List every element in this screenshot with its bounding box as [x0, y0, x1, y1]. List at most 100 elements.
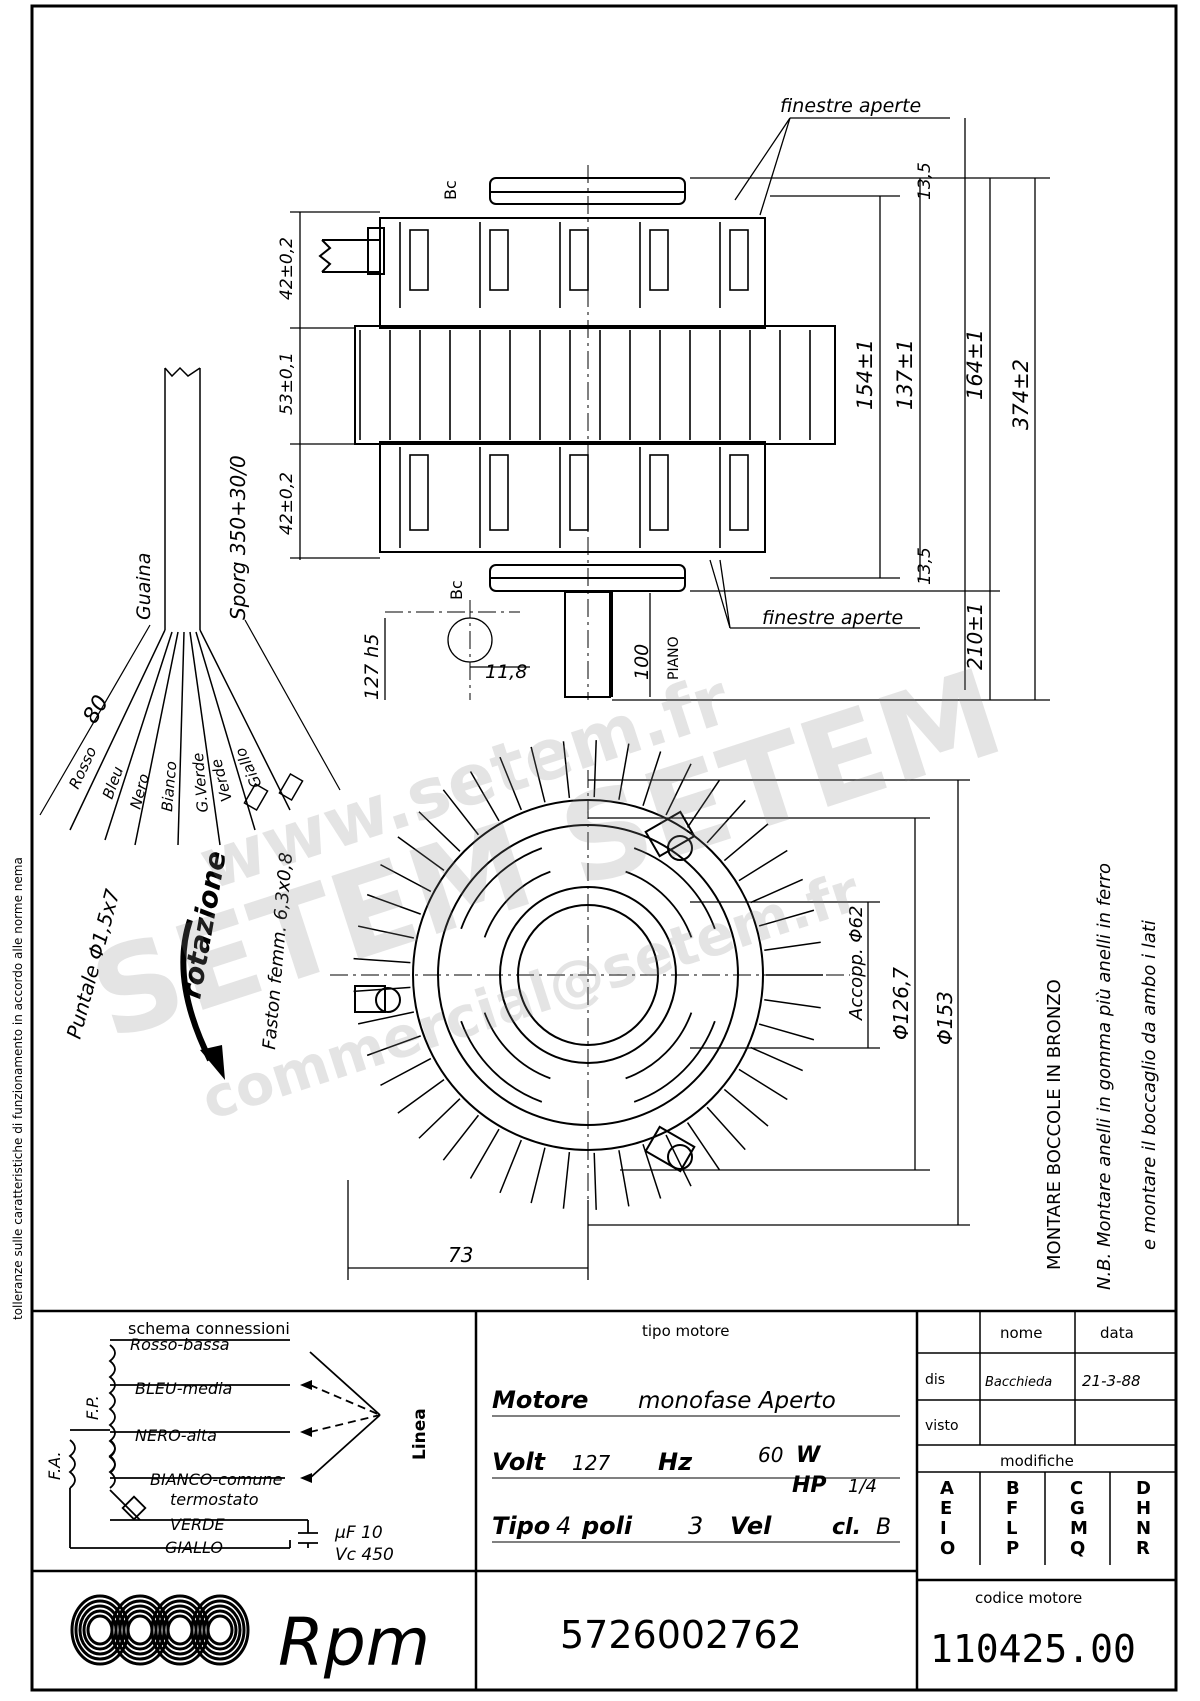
cooling-fin — [380, 1057, 432, 1086]
dim-53: 53±0,1 — [277, 352, 297, 415]
winding-slot — [460, 847, 543, 930]
montare-note: MONTARE BOCCOLE IN BRONZO — [1044, 979, 1065, 1270]
hp-value: 1/4 — [848, 1476, 877, 1497]
cooling-fin — [442, 789, 480, 836]
modifiche-letter: B — [1006, 1478, 1020, 1499]
front-dimension-lines — [347, 779, 970, 1280]
wire-rosso: Rosso — [65, 744, 100, 792]
wire-verde: Verde — [207, 757, 236, 804]
winding-slot — [633, 1020, 716, 1103]
schema-termostato: termostato — [170, 1490, 259, 1509]
stator-slot — [569, 229, 589, 291]
cooling-fin — [397, 1079, 445, 1114]
modifiche-letter: A — [940, 1478, 954, 1499]
title-block-grid — [32, 1309, 1176, 1690]
dim-13-5-top: 13,5 — [915, 162, 935, 200]
cooling-fin — [442, 1114, 480, 1161]
dia-153-label: Φ153 — [933, 991, 957, 1045]
cooling-fin — [723, 823, 769, 862]
w-label: W — [796, 1443, 822, 1468]
modifiche-letter: N — [1136, 1518, 1151, 1539]
modifiche-letter: Q — [1070, 1538, 1085, 1559]
cl-value: B — [876, 1515, 891, 1540]
coil-ring — [202, 1609, 238, 1651]
top-view-labels: finestre aperte finestre aperte Bc Bc 42… — [277, 95, 1033, 700]
dim-42-top: 42±0,2 — [277, 237, 297, 300]
schema-uf: µF 10 — [334, 1523, 383, 1543]
bc-top-label: Bc — [441, 180, 460, 200]
cooling-fin — [723, 1088, 769, 1127]
volt-value: 127 — [572, 1451, 610, 1475]
coil-ring — [190, 1594, 250, 1666]
cooling-fin — [366, 893, 421, 915]
winding-slot — [633, 847, 716, 930]
stator-slot — [409, 454, 429, 531]
cooling-fin — [469, 771, 500, 822]
stator-slot — [649, 454, 669, 531]
hz-value: 60 — [758, 1443, 783, 1467]
modifiche-letter: R — [1136, 1538, 1150, 1559]
schema-verde: VERDE — [170, 1515, 225, 1534]
dis-date: 21-3-88 — [1082, 1372, 1141, 1390]
wire-bianco: Bianco — [158, 760, 180, 812]
modifiche-letter: M — [1070, 1518, 1088, 1539]
cooling-fin — [397, 836, 445, 871]
stator-slot — [649, 229, 669, 291]
coil-ring — [194, 1599, 246, 1661]
outer-frame — [30, 4, 1178, 1692]
cooling-fin — [353, 957, 411, 964]
dia-126-label: Φ126,7 — [889, 967, 913, 1040]
tolleranze-note: tolleranze sulle caratteristiche di funz… — [11, 857, 25, 1320]
cooling-fin — [469, 1128, 500, 1179]
dim-210: 210±1 — [963, 602, 987, 670]
winding-slot — [625, 1012, 693, 1080]
cooling-fin — [665, 763, 692, 816]
winding-slot — [483, 1012, 551, 1080]
modifiche-letter: C — [1070, 1478, 1083, 1499]
schema-title: schema connessioni — [128, 1319, 290, 1338]
cl-label: cl. — [832, 1515, 861, 1540]
rpm-logo: Rpm — [70, 1594, 430, 1681]
cooling-fin — [642, 1144, 662, 1199]
cooling-fin — [758, 1023, 815, 1041]
dis-label: dis — [925, 1372, 945, 1388]
coil-ring — [206, 1614, 234, 1646]
sporg-label: Sporg 350+30/0 — [226, 455, 250, 620]
cooling-fin — [530, 1147, 546, 1204]
cooling-fin — [357, 925, 415, 939]
rpm-logo-text: Rpm — [278, 1604, 430, 1681]
cooling-fin — [618, 1150, 630, 1207]
modifiche-header: modifiche — [1000, 1452, 1074, 1470]
centerlines — [385, 165, 589, 700]
coil-ring — [166, 1614, 194, 1646]
winding-slot — [625, 870, 693, 938]
schema-giallo: GIALLO — [165, 1538, 223, 1557]
rotation-arrowhead-icon — [200, 1045, 225, 1080]
dim-154: 154±1 — [853, 339, 877, 410]
motore-line1-rest: monofase Aperto — [638, 1388, 836, 1414]
hz-label: Hz — [658, 1448, 693, 1476]
top-dimension-lines — [290, 117, 1050, 701]
dim-127-h5: 127 h5 — [361, 634, 383, 700]
cooling-fin — [750, 1046, 803, 1072]
cooling-fins — [353, 740, 823, 1210]
wire-nero: Nero — [126, 772, 153, 811]
cooling-fin — [418, 1098, 461, 1139]
notes: MONTARE BOCCOLE IN BRONZO N.B. Montare a… — [11, 857, 1160, 1320]
dim-100: 100 — [631, 644, 653, 680]
schema-fa: F.A. — [45, 1451, 64, 1480]
volt-label: Volt — [492, 1448, 547, 1476]
cooling-fin — [686, 779, 721, 828]
motor-side-view — [318, 177, 836, 698]
schema-nero: NERO-alta — [135, 1426, 217, 1445]
cooling-fin — [764, 999, 821, 1009]
cooling-fin — [750, 878, 803, 904]
visto-label: visto — [925, 1418, 959, 1434]
cooling-fin — [380, 864, 432, 893]
part-number: 5726002762 — [560, 1613, 802, 1657]
cooling-fin — [764, 941, 821, 951]
cooling-fin — [530, 746, 546, 803]
schema-linea: Linea — [410, 1408, 430, 1460]
